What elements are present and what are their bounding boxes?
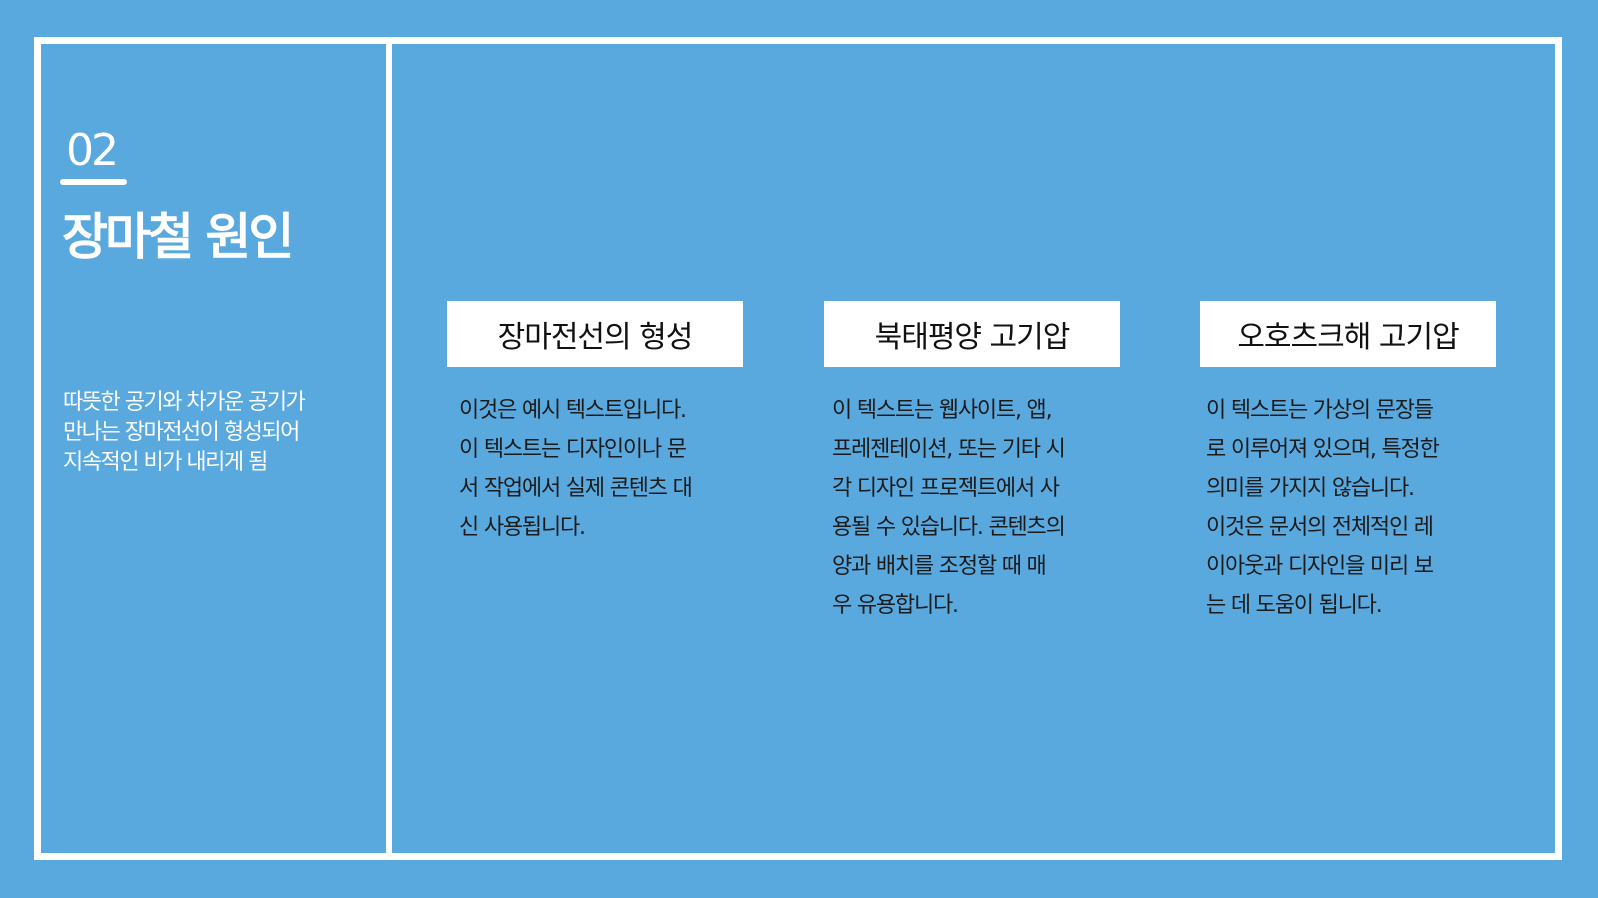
- frame-divider: [386, 37, 392, 860]
- card-okhotsk-high: 오호츠크해 고기압 이 텍스트는 가상의 문장들 로 이루어져 있으며, 특정한…: [1200, 301, 1496, 625]
- card-body: 이 텍스트는 웹사이트, 앱, 프레젠테이션, 또는 기타 시 각 디자인 프로…: [832, 398, 1066, 618]
- card-title: 오호츠크해 고기압: [1200, 301, 1496, 367]
- card-body: 이 텍스트는 가상의 문장들 로 이루어져 있으며, 특정한 의미를 가지지 않…: [1206, 398, 1440, 618]
- card-body: 이것은 예시 텍스트입니다. 이 텍스트는 디자인이나 문 서 작업에서 실제 …: [459, 398, 693, 540]
- section-number: 02: [66, 125, 119, 176]
- card-title: 북태평양 고기압: [824, 301, 1120, 367]
- card-north-pacific-high: 북태평양 고기압 이 텍스트는 웹사이트, 앱, 프레젠테이션, 또는 기타 시…: [824, 301, 1120, 625]
- section-number-underline: [60, 179, 127, 185]
- section-title: 장마철 원인: [62, 208, 294, 266]
- card-title: 장마전선의 형성: [447, 301, 743, 367]
- slide-frame: [34, 37, 1562, 860]
- section-summary: 따뜻한 공기와 차가운 공기가 만나는 장마전선이 형성되어 지속적인 비가 내…: [63, 390, 306, 475]
- card-monsoon-front: 장마전선의 형성 이것은 예시 텍스트입니다. 이 텍스트는 디자인이나 문 서…: [447, 301, 743, 547]
